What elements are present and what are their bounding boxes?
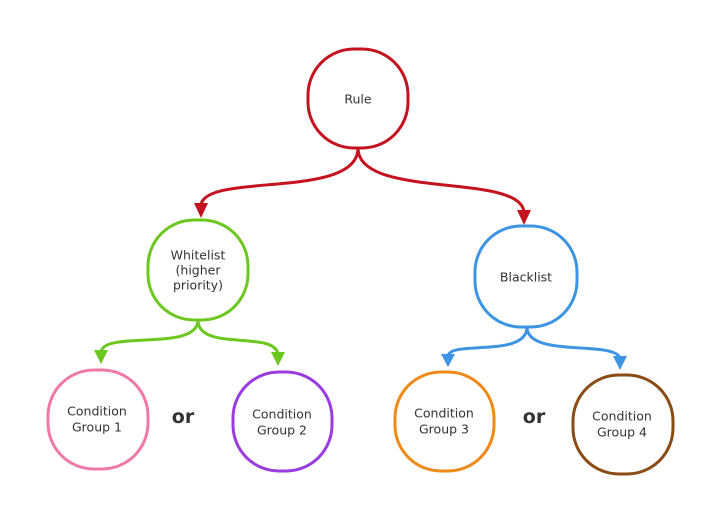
node-group3-label-line-1: Condition [414,406,474,421]
node-group2-label-line-2: Group 2 [257,423,307,438]
node-group4-shape [571,373,675,476]
arrow-whitelist-icon [194,203,208,218]
node-group4-label-line-2: Group 4 [597,425,647,440]
node-blacklist-shape [473,224,579,329]
node-whitelist-shape [146,218,250,322]
node-whitelist-label-line-1: Whitelist [171,248,226,263]
edge-blacklist-group3 [446,325,529,358]
node-group1-shape [46,368,150,471]
node-group4-label-line-1: Condition [592,409,652,424]
node-rule-shape [306,47,410,150]
node-whitelist-label-line-3: priority) [173,278,223,293]
node-group3-label-line-2: Group 3 [419,422,469,437]
node-whitelist-label-line-2: (higher [176,263,222,278]
node-blacklist: Blacklist [473,224,579,329]
or-separator-right: or [523,406,546,428]
arrow-group1-icon [94,350,108,364]
arrowheads [94,203,627,370]
arrow-group4-icon [613,356,627,370]
edge-rule-whitelist [199,146,360,207]
edge-blacklist-group4 [525,325,622,360]
node-group1-label-line-2: Group 1 [72,420,122,435]
edge-whitelist-group2 [196,318,280,356]
node-group1-label-line-1: Condition [67,404,127,419]
node-rule-label-line-1: Rule [344,92,372,107]
edge-rule-blacklist [356,146,526,214]
arrow-group2-icon [271,352,285,366]
arrow-blacklist-icon [517,210,531,225]
node-group2-label-line-1: Condition [252,407,312,422]
connectors [99,146,622,360]
arrow-group3-icon [441,354,455,367]
node-group3-shape [393,370,496,473]
node-group2-shape [231,370,334,473]
node-blacklist-label-line-1: Blacklist [500,270,552,285]
edge-whitelist-group1 [99,318,200,354]
node-rule: Rule [306,47,410,150]
or-separator-left: or [172,406,195,428]
